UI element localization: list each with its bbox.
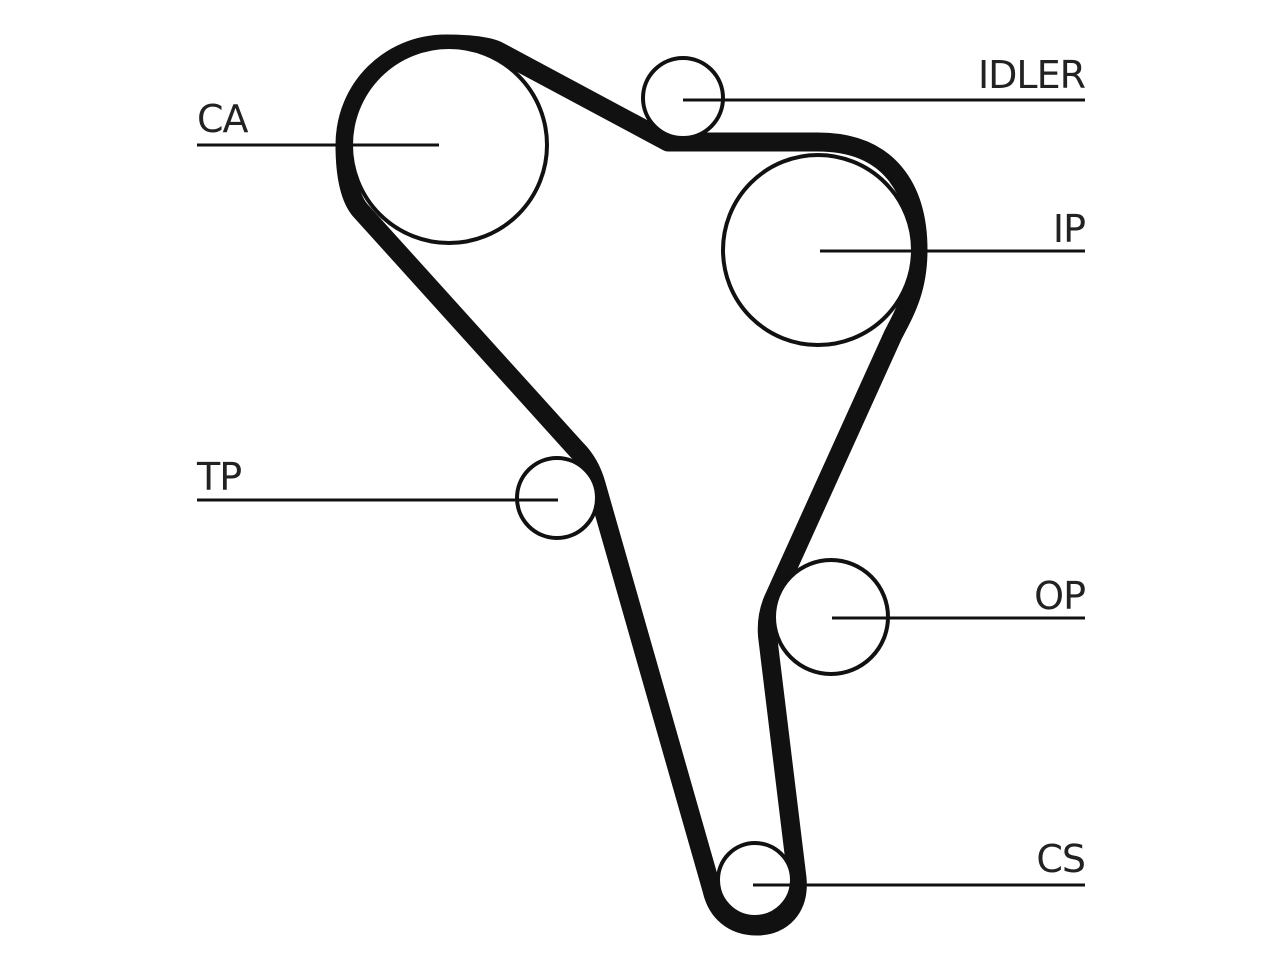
cs-label: CS [1036, 837, 1085, 881]
tp-label: TP [196, 455, 241, 499]
idler-label: IDLER [978, 53, 1086, 97]
idler-pulley [641, 56, 725, 140]
ip-label: IP [1053, 207, 1085, 251]
ca-label: CA [197, 97, 249, 141]
crankshaft-pulley [716, 841, 794, 919]
timing-belt [335, 34, 928, 936]
op-label: OP [1034, 574, 1085, 618]
tensioner-pulley [515, 456, 599, 540]
